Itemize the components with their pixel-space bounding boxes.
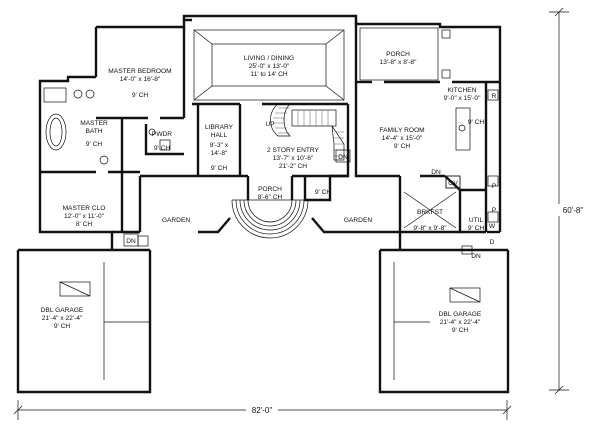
svg-text:21'-4" x 22'-4": 21'-4" x 22'-4" [42, 315, 83, 322]
svg-text:LIBRARY: LIBRARY [205, 124, 234, 131]
garage-details [59, 235, 481, 380]
garden-right-label: GARDEN [344, 217, 372, 224]
pwdr-label: PWDR 9' CH [152, 131, 172, 152]
svg-text:9' CH: 9' CH [394, 143, 411, 150]
brkfst-detail [403, 191, 457, 229]
svg-text:PWDR: PWDR [152, 131, 172, 138]
svg-text:21'-4" x 22'-4": 21'-4" x 22'-4" [440, 319, 481, 326]
p-marker-1: P [492, 183, 497, 190]
svg-text:13'-8" x 8'-8": 13'-8" x 8'-8" [380, 59, 418, 66]
svg-text:BRKFST: BRKFST [417, 209, 443, 216]
p-marker-2: P [492, 207, 497, 214]
kitchen-detail [445, 89, 499, 223]
d-marker: D [490, 239, 495, 246]
svg-text:FAMILY ROOM: FAMILY ROOM [379, 127, 424, 134]
library-label: LIBRARY HALL 8'-3" x 14'-8" 9' CH [205, 124, 234, 172]
svg-text:9' CH: 9' CH [154, 145, 171, 152]
kitchen-label: KITCHEN 9'-0" x 15'-0" 9' CH [444, 87, 485, 126]
entry-label: 2 STORY ENTRY 13'-7" x 10'-6" 21'-2" CH [267, 147, 320, 170]
svg-text:BATH: BATH [85, 128, 102, 135]
svg-text:PORCH: PORCH [386, 51, 410, 58]
r-marker: R [492, 93, 497, 100]
porch-top-detail [359, 27, 451, 81]
up-marker: UP [265, 121, 275, 128]
master-clo-label: MASTER CLO 12'-0" x 11'-0" 8' CH [63, 205, 106, 228]
svg-text:MASTER BEDROOM: MASTER BEDROOM [108, 68, 171, 75]
svg-text:9' CH: 9' CH [86, 141, 103, 148]
svg-text:PORCH: PORCH [258, 186, 282, 193]
svg-text:9' CH: 9' CH [211, 165, 228, 172]
svg-text:12'-0" x 11'-0": 12'-0" x 11'-0" [64, 213, 105, 220]
master-bedroom-label: MASTER BEDROOM 14'-0" x 16'-8" 9' CH [108, 68, 171, 99]
svg-text:21'-2" CH: 21'-2" CH [279, 163, 307, 170]
garage-left-label: DBL GARAGE 21'-4" x 22'-4" 9' CH [41, 307, 84, 330]
porch-top-label: PORCH 13'-8" x 8'-8" [380, 51, 418, 66]
svg-text:KITCHEN: KITCHEN [448, 87, 477, 94]
svg-text:14'-8": 14'-8" [211, 150, 228, 157]
living-ceiling-detail [193, 29, 345, 101]
util-label: UTIL 9' CH [468, 217, 485, 232]
w-marker: W [489, 223, 496, 230]
svg-text:8' CH: 8' CH [76, 221, 93, 228]
main-stair [270, 103, 345, 161]
svg-text:9'-8" x 9'-8": 9'-8" x 9'-8" [413, 225, 447, 232]
svg-text:DBL GARAGE: DBL GARAGE [439, 311, 482, 318]
svg-text:DBL GARAGE: DBL GARAGE [41, 307, 84, 314]
svg-text:14'-4" x 15'-0": 14'-4" x 15'-0" [382, 135, 423, 142]
svg-text:2 STORY ENTRY: 2 STORY ENTRY [267, 147, 320, 154]
width-dimension: 82'-0" [252, 406, 273, 415]
room-labels: MASTER BEDROOM 14'-0" x 16'-8" 9' CH LIV… [41, 51, 485, 334]
dn-garage-left-marker: DN [126, 238, 136, 245]
ov-marker: OV [448, 180, 458, 187]
closet-ceiling-label: 9' CH [315, 189, 332, 196]
depth-dimension: 60'-8" [563, 206, 584, 215]
svg-text:9' CH: 9' CH [54, 323, 71, 330]
bath-fixtures [43, 87, 171, 165]
svg-text:25'-0" x 13'-0": 25'-0" x 13'-0" [249, 63, 290, 70]
svg-text:LIVING / DINING: LIVING / DINING [244, 55, 294, 62]
family-room-label: FAMILY ROOM 14'-4" x 15'-0" 9' CH [379, 127, 424, 150]
svg-text:9' CH: 9' CH [132, 92, 149, 99]
dn-kitchen-marker: DN [431, 169, 441, 176]
porch-front-label: PORCH 8'-6" CH [258, 186, 283, 201]
brkfst-label: BRKFST 9'-8" x 9'-8" [413, 209, 447, 232]
svg-text:MASTER: MASTER [80, 120, 108, 127]
svg-text:8'-6" CH: 8'-6" CH [258, 194, 283, 201]
svg-text:HALL: HALL [211, 132, 228, 139]
markers: UP DN DN DN DN OV R P P W D [123, 93, 497, 260]
living-dining-label: LIVING / DINING 25'-0" x 13'-0" 11' to 1… [244, 55, 294, 78]
svg-text:9' CH: 9' CH [468, 225, 485, 232]
svg-text:11' to 14' CH: 11' to 14' CH [250, 71, 287, 78]
svg-text:UTIL: UTIL [469, 217, 484, 224]
interior-walls [40, 20, 500, 234]
svg-text:13'-7" x 10'-6": 13'-7" x 10'-6" [273, 155, 314, 162]
entry-steps [231, 199, 309, 239]
dn-right-marker: DN [471, 253, 481, 260]
svg-text:8'-3" x: 8'-3" x [210, 142, 229, 149]
dn-stair-marker: DN [338, 154, 348, 161]
garage-right-label: DBL GARAGE 21'-4" x 22'-4" 9' CH [439, 311, 482, 334]
master-bath-label: MASTER BATH 9' CH [80, 120, 108, 148]
svg-text:9' CH: 9' CH [468, 119, 485, 126]
garden-left-label: GARDEN [162, 217, 190, 224]
svg-text:14'-0" x 16'-8": 14'-0" x 16'-8" [120, 76, 161, 83]
dimension-lines: 82'-0" 60'-8" [13, 7, 587, 420]
svg-text:9' CH: 9' CH [452, 327, 469, 334]
svg-text:9'-0" x 15'-0": 9'-0" x 15'-0" [444, 95, 482, 102]
svg-text:MASTER CLO: MASTER CLO [63, 205, 106, 212]
